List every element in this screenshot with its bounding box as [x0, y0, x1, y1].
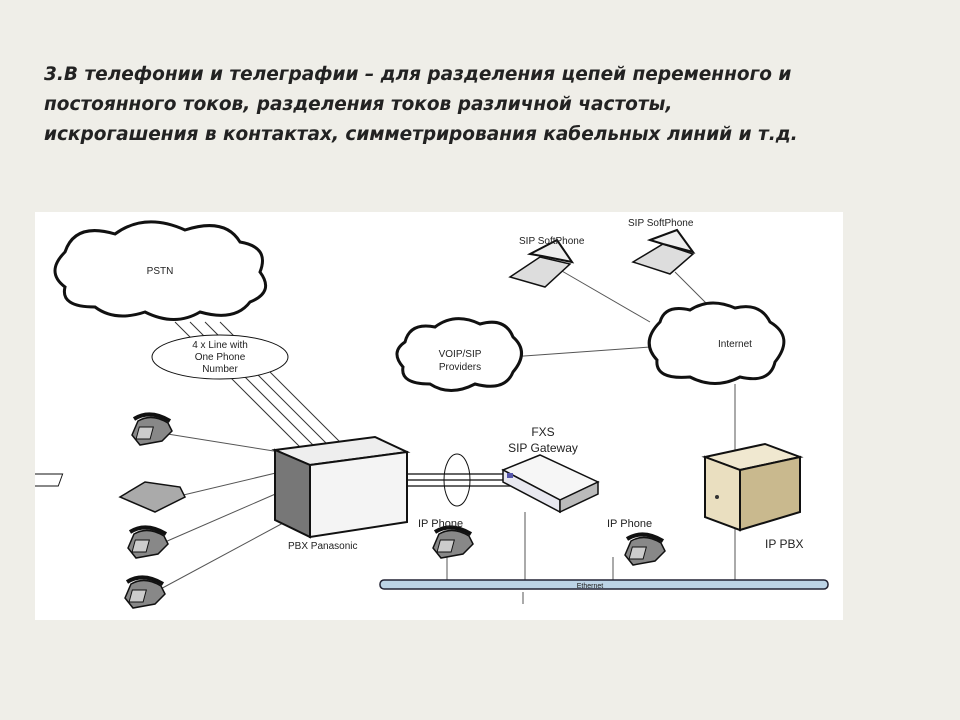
- ip-phone-label: IP Phone: [607, 518, 652, 530]
- voip-label: VOIP/SIP: [439, 349, 482, 360]
- pbx-server-icon: [271, 435, 411, 539]
- lines-label: One Phone: [195, 352, 246, 363]
- lines-label: Number: [202, 364, 238, 375]
- heading-line: искрогашения в контактах, симметрировани…: [44, 124, 798, 145]
- gateway-label: SIP Gateway: [508, 441, 578, 455]
- gateway-label: FXS: [531, 425, 554, 439]
- pbx-label: PBX Panasonic: [288, 541, 358, 552]
- phone-icon: [431, 525, 475, 560]
- ethernet-bus: [379, 579, 829, 590]
- ip-pbx-server-icon: [701, 442, 804, 532]
- phone-icon: [623, 532, 667, 567]
- softphone-label: SIP SoftPhone: [628, 218, 694, 229]
- ip-phone-label: IP Phone: [418, 518, 463, 530]
- phone-icon: [123, 575, 167, 610]
- ethernet-label: Ethernet: [577, 583, 604, 590]
- internet-label: Internet: [718, 339, 752, 350]
- voip-providers-cloud: [395, 317, 523, 392]
- laptop-icon: [631, 228, 696, 275]
- pstn-label: PSTN: [147, 266, 174, 277]
- slide-heading: 3.В телефонии и телеграфии – для разделе…: [44, 60, 924, 150]
- phone-icon: [126, 525, 170, 560]
- fax-icon: [29, 473, 187, 513]
- sip-gateway-icon: [501, 454, 600, 514]
- ip-pbx-label: IP PBX: [765, 537, 803, 551]
- heading-line: постоянного токов, разделения токов разл…: [44, 94, 673, 115]
- phone-icon: [130, 412, 174, 447]
- laptop-icon: [508, 238, 575, 288]
- network-diagram: PSTN 4 x Line with One Phone Number VOIP…: [29, 212, 843, 620]
- softphone-label: SIP SoftPhone: [519, 236, 585, 247]
- pstn-cloud: [53, 220, 268, 321]
- heading-line: 3.В телефонии и телеграфии – для разделе…: [44, 64, 792, 85]
- lines-label: 4 x Line with: [192, 340, 248, 351]
- internet-cloud: [647, 301, 786, 385]
- voip-label: Providers: [439, 362, 481, 373]
